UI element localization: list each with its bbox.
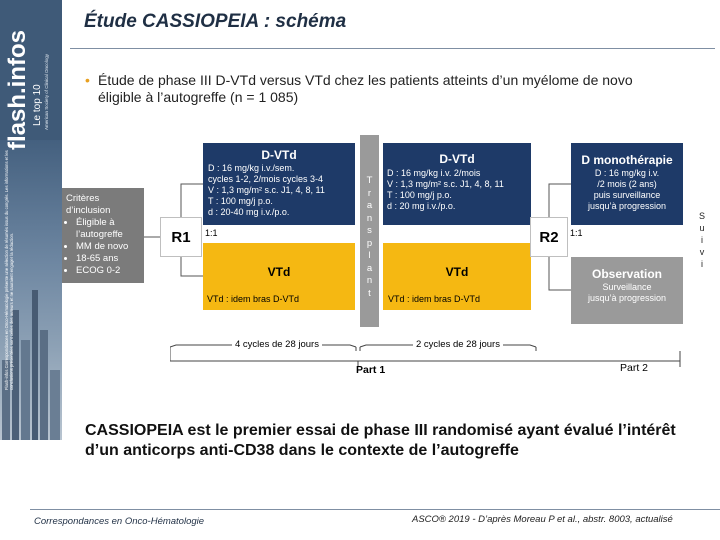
d-monotherapy-details: D : 16 mg/kg i.v. /2 mois (2 ans) puis s…	[571, 168, 683, 212]
vtd-part2-title: VTd	[445, 265, 469, 279]
observation-title: Observation	[591, 267, 663, 281]
d-monotherapy-box: D monothérapie D : 16 mg/kg i.v. /2 mois…	[571, 143, 683, 225]
dose-line: puis surveillance	[593, 190, 661, 200]
dose-line: D : 16 mg/kg i.v./sem.	[208, 163, 295, 173]
criteria-item: MM de novo	[76, 241, 140, 253]
transplant-label: T r a n s p l a n t	[360, 175, 379, 300]
sidebar-banner: flash.infos Le top 10 American Society o…	[0, 0, 62, 440]
part2-label: Part 2	[620, 362, 649, 374]
transplant-letter: n	[366, 212, 373, 224]
dvtd-part2-title: D-VTd	[439, 152, 475, 166]
observation-box: Observation Surveillance jusqu’à progres…	[571, 257, 683, 324]
d-monotherapy-title: D monothérapie	[581, 153, 673, 167]
vtd-part1-detail: VTd : idem bras D-VTd	[207, 294, 300, 304]
dose-line: d : 20-40 mg i.v./p.o.	[208, 207, 290, 217]
intro-bullet-icon: •	[85, 72, 90, 88]
criteria-list: Éligible à l’autogreffe MM de novo 18-65…	[66, 217, 140, 277]
dvtd-part2-details: D : 16 mg/kg i.v. 2/mois V : 1,3 mg/m² s…	[387, 168, 504, 212]
vtd-part1-title: VTd	[267, 265, 291, 279]
dose-line: D : 16 mg/kg i.v.	[594, 168, 660, 178]
dvtd-part1-title: D-VTd	[261, 148, 297, 162]
criteria-heading: Critères d’inclusion	[66, 193, 111, 216]
dose-line: /2 mois (2 ans)	[597, 179, 657, 189]
transplant-letter: a	[366, 262, 373, 274]
criteria-item: ECOG 0-2	[76, 265, 140, 277]
dose-line: V : 1,3 mg/m² s.c. J1, 4, 8, 11	[387, 179, 504, 189]
suivi-letter: i	[701, 259, 703, 269]
dose-line: d : 20 mg i.v./p.o.	[387, 201, 456, 211]
vtd-part2-detail: VTd : idem bras D-VTd	[388, 294, 481, 304]
transplant-letter: t	[368, 287, 371, 299]
dose-line: D : 16 mg/kg i.v. 2/mois	[387, 168, 481, 178]
transplant-letter: n	[366, 275, 373, 286]
transplant-letter: T	[366, 175, 373, 186]
footer-divider	[30, 509, 720, 510]
transplant-letter: s	[367, 225, 372, 236]
suivi-letter: S	[698, 211, 705, 221]
suivi-letter: i	[701, 235, 703, 245]
conclusion-text: CASSIOPEIA est le premier essai de phase…	[85, 422, 676, 459]
part2-cycles-label: 2 cycles de 28 jours	[413, 339, 503, 350]
footer-journal: Correspondances en Onco-Hématologie	[34, 516, 205, 527]
suivi-letter: v	[699, 247, 705, 257]
slide-title: Étude CASSIOPEIA : schéma	[84, 11, 347, 32]
transplant-letter: l	[368, 250, 371, 261]
transplant-letter: p	[366, 237, 373, 249]
dose-line: T : 100 mg/j p.o.	[208, 196, 273, 206]
dose-line: T : 100 mg/j p.o.	[387, 190, 452, 200]
vtd-part1-box: VTd VTd : idem bras D-VTd	[203, 243, 355, 310]
title-divider	[70, 48, 715, 49]
part1-label: Part 1	[356, 364, 386, 376]
dvtd-part1-details: D : 16 mg/kg i.v./sem. cycles 1-2, 2/moi…	[208, 163, 325, 218]
observation-details: Surveillance jusqu’à progression	[571, 282, 683, 304]
suivi-letter: u	[699, 223, 705, 233]
intro-text: Étude de phase III D-VTd versus VTd chez…	[98, 72, 633, 105]
transplant-letter: a	[366, 200, 373, 211]
follow-up-label: S u i v i	[695, 210, 709, 270]
part1-cycles-label: 4 cycles de 28 jours	[232, 339, 322, 350]
randomization-r1: R1	[160, 217, 202, 257]
r2-ratio: 1:1	[570, 228, 583, 238]
footer-reference: ASCO® 2019 - D’après Moreau P et al., ab…	[412, 514, 673, 525]
dvtd-part1-box: D-VTd D : 16 mg/kg i.v./sem. cycles 1-2,…	[203, 143, 355, 225]
r1-ratio: 1:1	[205, 228, 218, 238]
transplant-letter: r	[367, 187, 372, 199]
detail-line: Surveillance	[602, 282, 652, 292]
skyline-towers	[2, 290, 60, 440]
criteria-item: Éligible à l’autogreffe	[76, 217, 140, 241]
dose-line: jusqu’à progression	[587, 201, 667, 211]
dose-line: V : 1,3 mg/m² s.c. J1, 4, 8, 11	[208, 185, 325, 195]
dose-line: cycles 1-2, 2/mois cycles 3-4	[208, 174, 324, 184]
detail-line: jusqu’à progression	[587, 293, 667, 303]
dvtd-part2-box: D-VTd D : 16 mg/kg i.v. 2/mois V : 1,3 m…	[383, 143, 531, 225]
criteria-item: 18-65 ans	[76, 253, 140, 265]
inclusion-criteria-box: Critères d’inclusion Éligible à l’autogr…	[62, 188, 144, 283]
transplant-bar: T r a n s p l a n t	[360, 135, 379, 327]
randomization-r2: R2	[530, 217, 568, 257]
vtd-part2-box: VTd VTd : idem bras D-VTd	[383, 243, 531, 310]
